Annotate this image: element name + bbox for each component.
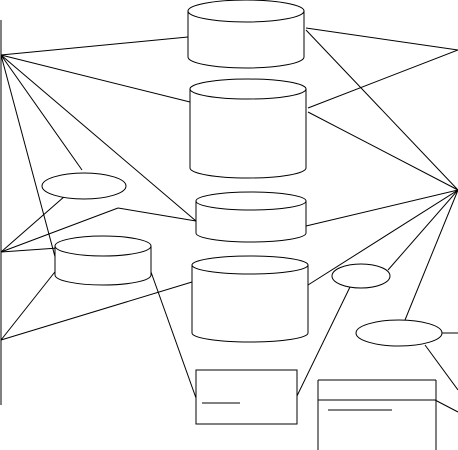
cylinder-node[interactable]: [189, 78, 307, 179]
table-node[interactable]: [317, 379, 437, 450]
cylinder-node[interactable]: [187, 0, 305, 69]
right-connectors: [305, 29, 458, 321]
right-top-connectors: [305, 27, 458, 109]
connector-line: [0, 54, 59, 269]
connector-line: [424, 344, 458, 391]
connector-line: [295, 286, 351, 399]
cylinder-body: [189, 88, 307, 179]
rectangle-node[interactable]: [195, 369, 298, 425]
cylinder-top: [187, 0, 305, 23]
cylinder-body: [191, 264, 309, 343]
connector-line: [307, 111, 458, 191]
cylinder-top: [191, 255, 309, 275]
connector-line: [117, 207, 197, 222]
left-bottom-connectors: [0, 267, 193, 341]
connector-line: [0, 247, 59, 253]
connector-line: [0, 54, 191, 103]
connector-line: [0, 195, 66, 253]
misc-connectors: [150, 271, 458, 413]
rectangle-box: [195, 369, 298, 425]
left-middle-connectors: [0, 195, 197, 253]
connector-line: [0, 281, 193, 341]
connector-line: [0, 54, 83, 171]
connector-line: [307, 49, 458, 109]
connector-line: [404, 189, 458, 321]
connector-line: [0, 54, 197, 222]
cylinder-top: [54, 235, 152, 257]
connector-line: [434, 399, 458, 413]
ellipse-node[interactable]: [41, 172, 127, 200]
connector-line: [305, 27, 458, 51]
connector-line: [387, 189, 458, 271]
cylinder-top: [189, 78, 307, 100]
cylinder-top: [195, 191, 307, 211]
left-top-connectors: [0, 36, 197, 269]
connector-line: [305, 29, 458, 191]
cylinder-body: [195, 200, 307, 243]
ellipse-node[interactable]: [331, 263, 391, 289]
cylinder-node[interactable]: [195, 191, 307, 243]
cylinder-body: [187, 10, 305, 69]
connector-line: [0, 267, 59, 341]
ellipse-node[interactable]: [355, 319, 443, 347]
connector-line: [307, 189, 458, 286]
cylinder-body: [54, 245, 152, 286]
connector-line: [0, 36, 189, 56]
cylinder-node[interactable]: [191, 255, 309, 343]
connector-line: [150, 271, 197, 399]
connector-line: [0, 207, 119, 253]
connector-line: [305, 189, 458, 227]
cylinder-node[interactable]: [54, 235, 152, 286]
